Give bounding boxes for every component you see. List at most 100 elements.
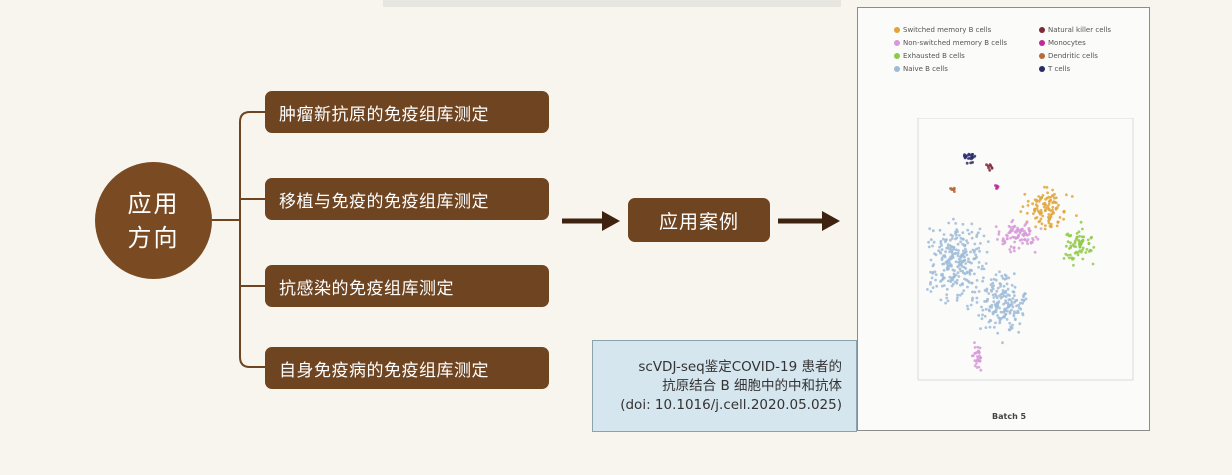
scatter-point <box>931 229 935 233</box>
scatter-point <box>1013 285 1017 289</box>
scatter-point <box>1051 188 1054 192</box>
scatter-point <box>975 296 979 300</box>
scatter-point <box>982 234 986 238</box>
scatter-point <box>979 327 982 330</box>
scatter-point <box>970 222 974 226</box>
scatter-point <box>1012 290 1016 294</box>
scatter-point <box>964 250 968 253</box>
scatter-point <box>952 272 956 276</box>
scatter-point <box>1005 237 1009 241</box>
scatter-point <box>991 293 995 297</box>
scatter-point <box>929 258 933 262</box>
scatter-point <box>980 317 984 321</box>
scatter-point <box>1072 244 1076 248</box>
scatter-point <box>1068 253 1072 257</box>
scatter-point <box>1031 237 1034 240</box>
scatter-point <box>963 272 967 276</box>
scatter-point <box>1011 297 1015 300</box>
scatter-point <box>1019 210 1023 213</box>
scatter-point <box>953 269 956 272</box>
scatter-point <box>1078 234 1081 238</box>
scatter-point <box>994 310 998 314</box>
scatter-point <box>1065 233 1069 237</box>
scatter-point <box>959 236 963 240</box>
scatter-point <box>1066 253 1070 257</box>
scatter-point <box>1002 302 1005 306</box>
scatter-point <box>948 275 952 279</box>
scatter-point <box>992 284 995 288</box>
scatter-point <box>952 217 955 221</box>
scatter-point <box>964 262 968 265</box>
scatter-point <box>1014 237 1018 240</box>
scatter-point <box>970 261 973 265</box>
scatter-point <box>978 359 982 363</box>
scatter-point <box>1021 205 1025 208</box>
scatter-point <box>954 251 958 255</box>
scatter-point <box>1005 233 1008 237</box>
scatter-point <box>1066 240 1070 244</box>
scatter-point <box>1012 314 1016 318</box>
scatter-point <box>1022 295 1025 299</box>
scatter-point <box>974 285 978 289</box>
scatter-point <box>958 293 962 297</box>
legend-label: Non-switched memory B cells <box>903 39 1007 47</box>
scatter-point <box>997 230 1001 234</box>
tsne-figure-panel: Switched memory B cells Natural killer c… <box>857 7 1150 431</box>
scatter-point <box>1058 216 1062 219</box>
scatter-point <box>1022 234 1026 238</box>
scatter-point <box>1062 210 1066 213</box>
scatter-point <box>1077 243 1081 246</box>
scatter-point <box>1043 227 1047 231</box>
scatter-point <box>1045 206 1048 210</box>
scatter-point <box>948 261 951 265</box>
scatter-point <box>987 308 991 312</box>
scatter-point <box>1005 318 1009 321</box>
scatter-point <box>959 269 963 273</box>
scatter-point <box>990 306 993 309</box>
scatter-point <box>1081 246 1085 250</box>
scatter-point <box>955 278 959 282</box>
scatter-point <box>959 240 962 244</box>
scatter-point <box>969 303 973 307</box>
scatter-point <box>963 156 967 160</box>
scatter-point <box>973 364 977 368</box>
scatter-point <box>965 161 969 165</box>
scatter-point <box>927 245 931 249</box>
scatter-point <box>939 239 943 243</box>
scatter-point <box>940 284 944 288</box>
legend-dot <box>1039 27 1045 33</box>
scatter-point <box>1006 309 1009 313</box>
scatter-point <box>961 231 965 235</box>
scatter-point <box>1025 211 1029 215</box>
scatter-point <box>963 243 967 247</box>
scatter-point <box>984 326 988 329</box>
scatter-point <box>951 234 954 238</box>
scatter-point <box>1029 241 1033 245</box>
scatter-point <box>1067 256 1071 260</box>
scatter-point <box>938 228 942 232</box>
scatter-point <box>1039 217 1043 221</box>
scatter-point <box>1011 305 1015 309</box>
scatter-point <box>975 301 979 304</box>
scatter-point <box>1057 203 1060 207</box>
scatter-point <box>929 270 932 274</box>
scatter-point <box>989 288 993 292</box>
scatter-point <box>1001 239 1005 243</box>
scatter-point <box>951 282 955 286</box>
scatter-point <box>952 247 956 251</box>
scatter-point <box>995 289 999 293</box>
scatter-point <box>1069 234 1073 237</box>
scatter-point <box>968 272 972 276</box>
scatter-point <box>968 270 972 274</box>
scatter-point <box>1001 341 1004 345</box>
scatter-point <box>969 250 972 254</box>
scatter-point <box>979 368 983 372</box>
scatter-point <box>1027 228 1031 231</box>
scatter-point <box>948 250 951 254</box>
scatter-point <box>938 250 942 254</box>
application-case-box: 应用案例 <box>628 198 770 242</box>
scatter-point <box>1002 291 1006 294</box>
scatter-point <box>963 277 966 281</box>
scatter-point <box>966 304 969 308</box>
scatter-point <box>1000 274 1004 278</box>
